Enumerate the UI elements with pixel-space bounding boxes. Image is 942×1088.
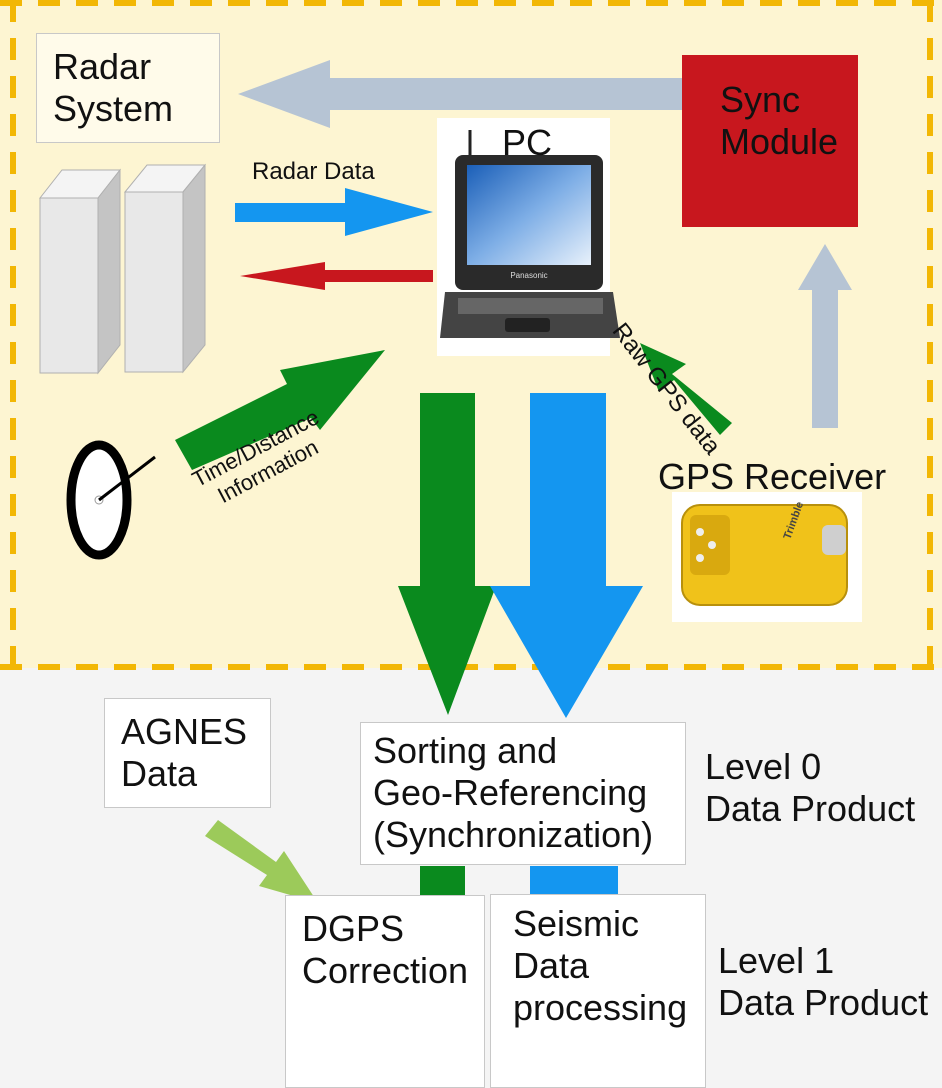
- radar-data-label: Radar Data: [252, 158, 375, 185]
- laptop-brand: Panasonic: [510, 271, 547, 280]
- gps-to-sync-arrow: [798, 244, 852, 428]
- pc-to-radar-arrow: [240, 262, 433, 290]
- agnes-to-dgps-arrow: [205, 820, 318, 903]
- agnes-data-box: AGNES Data: [104, 698, 271, 808]
- pc-label: PC: [502, 122, 553, 163]
- seismic-processing-box: Seismic Data processing: [490, 894, 706, 1088]
- level1-label: Level 1 Data Product: [718, 940, 929, 1023]
- gps-receiver-icon: Trimble: [672, 492, 862, 622]
- zone-border-top: [0, 0, 942, 6]
- radar-data-arrow: [235, 188, 433, 236]
- pc-to-sorting-green-arrow: [398, 393, 496, 715]
- zone-border-bottom: [0, 664, 942, 670]
- sorting-georeferencing-box: Sorting and Geo-Referencing (Synchroniza…: [360, 722, 686, 865]
- zone-border-right: [927, 0, 933, 668]
- dgps-correction-box: DGPS Correction: [285, 895, 485, 1088]
- radar-hardware-icon: [38, 163, 207, 375]
- zone-border-left: [10, 0, 16, 668]
- sync-to-radar-arrow: [238, 60, 682, 128]
- sync-module-box: Sync Module: [682, 55, 858, 227]
- raw-gps-arrow: [640, 343, 732, 435]
- time-distance-arrow: [175, 350, 385, 470]
- laptop-icon: Panasonic: [437, 118, 620, 356]
- distance-wheel-icon: [66, 440, 156, 560]
- radar-system-box: Radar System: [36, 33, 220, 143]
- gps-receiver-label: GPS Receiver: [658, 456, 887, 497]
- pc-to-sorting-blue-arrow: [490, 393, 643, 718]
- level0-label: Level 0 Data Product: [705, 746, 916, 829]
